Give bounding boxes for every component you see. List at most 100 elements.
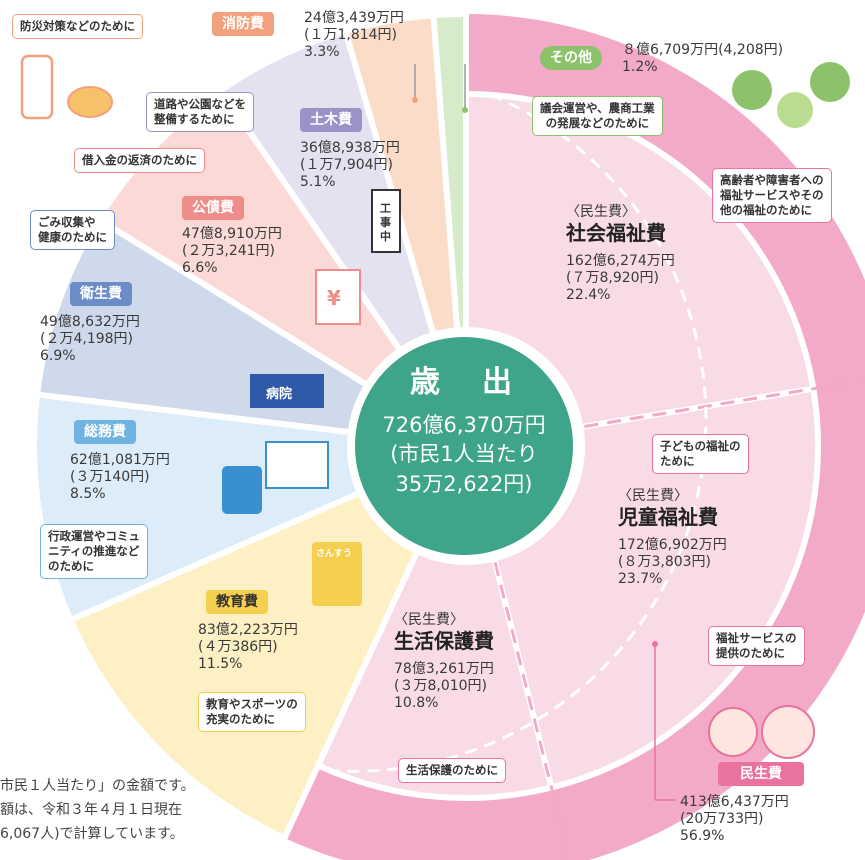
label-shakai: 〈民生費〉 社会福祉費 162億6,274万円 (７万8,920円) 22.4% (566, 204, 675, 304)
callout-text: 高齢者や障害者への (720, 173, 824, 187)
callout-text: 道路や公園などを (154, 97, 246, 111)
hospital-sign-text: 病院 (266, 386, 292, 402)
leader-dot-sonota (462, 107, 468, 113)
amount-text: 24億3,439万円 (304, 10, 404, 26)
badge-eisei: 衛生費 (70, 282, 132, 306)
slice-name: 社会福祉費 (566, 221, 666, 245)
per-capita-text: (20万733円) (680, 811, 764, 827)
amount-eisei: 49億8,632万円 (２万4,198円) 6.9% (40, 314, 140, 365)
callout-text: 充実のために (206, 712, 275, 726)
amount-text: 49億8,632万円 (40, 314, 140, 330)
slice-sonota (430, 10, 469, 334)
percent-text: 56.9% (680, 828, 725, 844)
callout-text: のために (48, 559, 94, 573)
callout-text: 議会運営や、農商工業 (540, 101, 655, 115)
separator-jido (493, 562, 571, 860)
canned-food-icon (67, 86, 113, 118)
group-text: 〈民生費〉 (566, 204, 636, 220)
amount-text: 36億8,938万円 (300, 140, 400, 156)
per-capita-text: (４万386円) (198, 639, 278, 655)
per-capita-text: (８万3,803円) (618, 554, 712, 570)
footnote-line-3: 6,067人)で計算しています。 (0, 826, 184, 842)
leader-dot-shobo (412, 97, 418, 103)
vegetable-icon (777, 92, 813, 128)
amount-minsei: 413億6,437万円 (20万733円) 56.9% (680, 794, 789, 845)
percent-text: 11.5% (198, 656, 243, 672)
amount-kyoiku: 83億2,223万円 (４万386円) 11.5% (198, 622, 298, 673)
callout-text: ごみ収集や (38, 215, 96, 229)
callout-text: ニティの推進など (48, 544, 140, 558)
per-capita-text: (１万7,904円) (300, 157, 394, 173)
badge-minsei: 民生費 (718, 762, 804, 786)
label-jido: 〈民生費〉 児童福祉費 172億6,902万円 (８万3,803円) 23.7% (618, 488, 727, 588)
callout-text: ために (660, 454, 695, 468)
badge-kosai: 公債費 (182, 196, 244, 220)
amount-text: 78億3,261万円 (394, 661, 494, 677)
group-text: 〈民生費〉 (618, 488, 688, 504)
math-book-icon (312, 542, 362, 606)
badge-shobo: 消防費 (212, 12, 274, 36)
callout-text: 他の福祉のために (720, 203, 812, 217)
center-total: 726億6,370万円 (382, 413, 546, 437)
per-capita-text: (２万4,198円) (40, 331, 134, 347)
callout-text: 防災対策などのために (20, 19, 135, 33)
per-capita-text: (２万3,241円) (182, 243, 276, 259)
callout-text: の発展などのために (545, 116, 650, 130)
girl-face-icon (708, 707, 758, 757)
callout-text: 福祉サービスの (716, 631, 797, 645)
vegetable-icon (732, 70, 772, 110)
per-capita-text: (３万8,010円) (394, 678, 488, 694)
per-capita-text: (３万140円) (70, 469, 150, 485)
slice-name: 児童福祉費 (618, 505, 718, 529)
percent-text: 8.5% (70, 486, 106, 502)
callout-sonota: 議会運営や、農商工業 の発展などのために (532, 96, 663, 136)
badge-somu: 総務費 (74, 420, 136, 444)
center-per-capita-2: 35万2,622円) (395, 472, 533, 496)
calculator-icon (222, 466, 262, 514)
amount-shobo: 24億3,439万円 (１万1,814円) 3.3% (304, 10, 404, 61)
footnote-line-2: 額は、令和３年４月１日現在 (0, 802, 182, 818)
percent-text: 10.8% (394, 695, 439, 711)
callout-text: 提供のために (716, 646, 785, 660)
callout-text: 健康のために (38, 230, 107, 244)
per-capita-text: (７万8,920円) (566, 270, 660, 286)
callout-minsei: 福祉サービスの 提供のために (708, 626, 805, 666)
callout-shakai: 高齢者や障害者への 福祉サービスやその 他の福祉のために (712, 168, 832, 223)
badge-sonota: その他 (540, 46, 602, 70)
label-seikatsu: 〈民生費〉 生活保護費 78億3,261万円 (３万8,010円) 10.8% (394, 612, 494, 712)
amount-text: 172億6,902万円 (618, 537, 727, 553)
separator-shakai (584, 378, 865, 428)
callout-kyoiku: 教育やスポーツの 充実のために (198, 692, 306, 732)
footnote-line-1: 市民１人当たり」の金額です。 (0, 778, 195, 794)
callout-text: 借入金の返済のために (82, 153, 197, 167)
percent-text: 23.7% (618, 571, 663, 587)
amount-text: ８億6,709万円 (622, 42, 719, 58)
amount-text: 413億6,437万円 (680, 794, 789, 810)
callout-somu: 行政運営やコミュ ニティの推進など のために (40, 524, 148, 579)
bill-icon (315, 269, 361, 325)
center-per-capita-1: (市民1人当たり (390, 442, 538, 466)
callout-text: 教育やスポーツの (206, 697, 298, 711)
callout-text: 生活保護のために (406, 763, 498, 777)
callout-doboku: 道路や公園などを 整備するために (146, 92, 254, 132)
percent-text: 22.4% (566, 287, 611, 303)
callout-text: 行政運営やコミュ (48, 529, 140, 543)
percent-text: 6.9% (40, 348, 76, 364)
callout-text: 子どもの福祉の (660, 439, 741, 453)
callout-text: 整備するために (154, 112, 235, 126)
slice-seikatsu (314, 547, 556, 801)
hospital-icon (250, 374, 324, 408)
percent-text: 5.1% (300, 174, 336, 190)
callout-text: 福祉サービスやその (720, 188, 824, 202)
callout-seikatsu: 生活保護のために (398, 758, 506, 783)
slice-name: 生活保護費 (394, 629, 494, 653)
percent-text: 6.6% (182, 260, 218, 276)
callout-jido: 子どもの福祉の ために (652, 434, 749, 474)
group-text: 〈民生費〉 (394, 612, 464, 628)
bill-yen-text: ¥ (327, 286, 341, 310)
callout-eisei: ごみ収集や 健康のために (30, 210, 115, 250)
center-total-circle: 歳 出 726億6,370万円 (市民1人当たり 35万2,622円) (352, 334, 576, 558)
callout-shobo: 防災対策などのために (12, 14, 143, 39)
amount-doboku: 36億8,938万円 (１万7,904円) 5.1% (300, 140, 400, 191)
slice-jido (490, 385, 821, 792)
